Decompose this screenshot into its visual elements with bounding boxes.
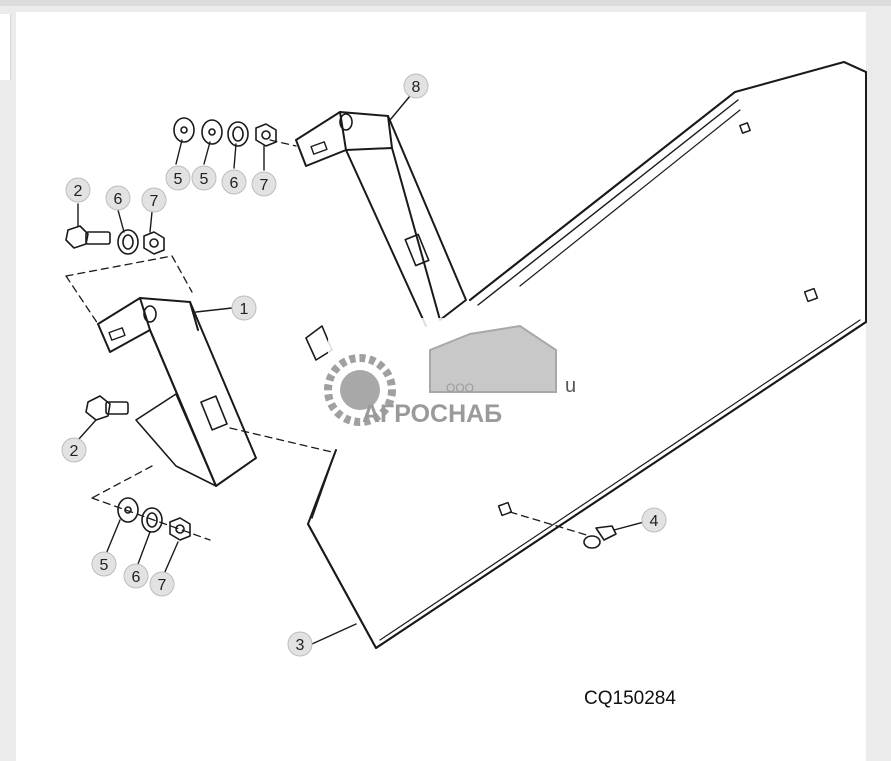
callout-5: 5 <box>100 557 109 574</box>
callout-circle <box>287 631 313 657</box>
callout-7: 7 <box>150 193 159 210</box>
callout-circle <box>141 187 167 213</box>
callout-circle <box>105 185 131 211</box>
watermark-prefix: ООО <box>446 381 474 395</box>
gear-icon <box>324 354 396 426</box>
callout-5: 5 <box>174 171 183 188</box>
bolt-upper-part-2 <box>65 225 111 249</box>
callout-6: 6 <box>132 569 141 586</box>
upper-bracket-part-8 <box>295 111 467 327</box>
figure-code: CQ150284 <box>584 688 676 709</box>
callout-7: 7 <box>158 577 167 594</box>
callout-6: 6 <box>230 175 239 192</box>
callout-4: 4 <box>650 513 659 530</box>
callout-5: 5 <box>200 171 209 188</box>
callout-circle <box>61 437 87 463</box>
callout-7: 7 <box>260 177 269 194</box>
fastener-stack-bottom <box>117 497 191 541</box>
callout-circle <box>91 551 117 577</box>
callout-6: 6 <box>114 191 123 208</box>
callout-1: 1 <box>240 301 249 318</box>
callout-circle <box>231 295 257 321</box>
callout-2: 2 <box>74 183 83 200</box>
fastener-stack-upper-left <box>117 229 165 255</box>
callout-circle <box>123 563 149 589</box>
fastener-stack-top <box>173 117 277 147</box>
callout-2: 2 <box>70 443 79 460</box>
top-bar <box>0 0 891 6</box>
combine-harvester-icon <box>429 324 557 393</box>
callout-3: 3 <box>296 637 305 654</box>
left-bracket-part-1 <box>97 297 257 487</box>
watermark: ООО АГРОСНАБ u <box>324 318 576 438</box>
callout-circle <box>641 507 667 533</box>
leader-lines <box>77 95 645 645</box>
clip-part-4 <box>583 525 617 549</box>
callout-circle <box>251 171 277 197</box>
assembly-lines <box>65 139 591 541</box>
callout-circle <box>403 73 429 99</box>
callout-circle <box>221 169 247 195</box>
callout-circle <box>65 177 91 203</box>
callout-circle <box>149 571 175 597</box>
watermark-brand: АГРОСНАБ <box>362 400 502 428</box>
watermark-tail: u <box>565 375 576 397</box>
callout-circle <box>165 165 191 191</box>
bolt-lower-part-2 <box>85 395 129 421</box>
callouts <box>61 73 667 657</box>
callout-circle <box>191 165 217 191</box>
left-strip <box>0 14 11 80</box>
callout-8: 8 <box>412 79 421 96</box>
